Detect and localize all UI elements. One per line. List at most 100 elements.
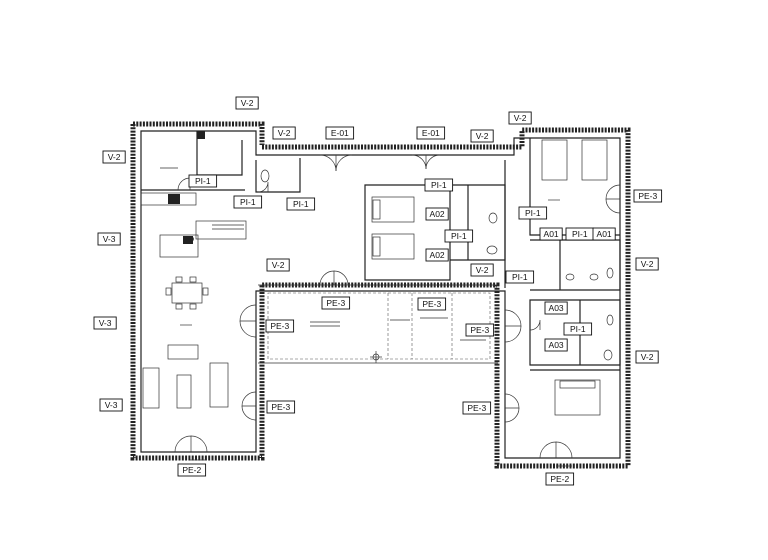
label-tag-text: V-2 [108,152,121,162]
label-tag-box [424,178,454,192]
sofa-icon [167,344,199,360]
label-tag-a03-a: A03 [544,301,568,315]
label-tag-text: PI-1 [431,180,447,190]
bed-icon [371,196,415,223]
toilet-icon [606,314,614,326]
label-tag-text: PE-3 [326,298,345,308]
label-tag-text: PI-1 [525,208,541,218]
label-tag-box [545,472,575,486]
label-tag-v2-top-mid: V-2 [272,126,296,140]
label-tag-text: E-01 [422,128,440,138]
label-tag-v2-top-right-b: V-2 [508,111,532,125]
label-tag-pe3-e: PE-3 [633,189,663,203]
kitchen-counter [140,192,197,206]
label-tag-text: PI-1 [572,229,588,239]
label-tag-text: PE-3 [638,191,657,201]
bed-icon [541,139,568,181]
label-tag-text: PI-1 [512,272,528,282]
label-tag-v3-left-a: V-3 [97,232,121,246]
label-tag-box [417,297,447,311]
label-tag-text: PE-3 [470,325,489,335]
label-tag-a03-b: A03 [544,338,568,352]
door-swings [174,154,621,459]
toilet-icon [260,169,270,183]
label-tag-box [272,126,296,140]
label-tag-box [233,195,263,209]
label-tag-e01-right: E-01 [416,126,446,140]
label-tag-text: A03 [549,303,564,313]
label-tag-text: V-2 [241,98,254,108]
label-tag-text: V-2 [278,128,291,138]
label-tag-pi1-i: PI-1 [563,322,593,336]
label-tag-pi1-e: PI-1 [444,229,474,243]
label-tag-text: V-2 [272,260,285,270]
label-tag-pi1-h: PI-1 [565,227,595,241]
label-tag-text: PI-1 [293,199,309,209]
sofa-icon [142,367,160,409]
exterior-walls [130,121,631,469]
sink-icon [488,212,498,224]
label-tag-box [462,401,492,415]
toilet-icon [486,245,498,255]
sofa-icon [209,362,229,408]
label-tag-pe3-a: PE-3 [321,296,351,310]
label-tag-v2-mid-right: V-2 [470,263,494,277]
bed-icon [581,139,608,181]
label-tag-box [592,227,616,241]
label-tag-box [265,319,295,333]
dining-table [171,282,203,304]
label-tag-box [470,263,494,277]
label-tag-text: PE-3 [422,299,441,309]
coffee-table [176,374,192,409]
label-tag-a02-b: A02 [425,248,449,262]
label-tag-text: PI-1 [451,231,467,241]
label-tag-a02-a: A02 [425,207,449,221]
label-tag-v2-right-a: V-2 [635,257,659,271]
label-tag-v2-center: V-2 [266,258,290,272]
label-tag-box [544,338,568,352]
toilet-icon [606,267,614,279]
label-tag-text: PE-3 [270,321,289,331]
label-tag-box [325,126,355,140]
label-tag-text: A01 [597,229,612,239]
water-heater-icon [197,131,205,139]
label-tag-v3-left-b: V-3 [93,316,117,330]
label-tag-text: V-3 [105,400,118,410]
sink-icon [565,273,575,281]
label-tag-box [633,189,663,203]
label-tag-e01-left: E-01 [325,126,355,140]
label-tag-text: V-2 [476,265,489,275]
label-tag-text: A01 [544,229,559,239]
bed-icon [554,379,601,416]
label-tag-box [286,197,316,211]
label-tag-box [321,296,351,310]
label-tag-box [99,398,123,412]
label-tag-text: V-2 [641,259,654,269]
label-tag-a01-a: A01 [539,227,563,241]
label-tag-box [465,323,495,337]
label-tag-text: PE-2 [182,465,201,475]
label-tag-text: PE-2 [550,474,569,484]
label-tag-text: V-3 [99,318,112,328]
sink-icon [183,236,193,244]
label-tag-a01-b: A01 [592,227,616,241]
label-tag-box [563,322,593,336]
label-tag-pe3-c: PE-3 [417,297,447,311]
label-tag-text: A02 [430,250,445,260]
label-tag-box [539,227,563,241]
label-tag-box [508,111,532,125]
label-tag-box [425,248,449,262]
label-tag-text: E-01 [331,128,349,138]
kitchen-counter-2 [195,220,247,240]
label-tag-box [544,301,568,315]
label-tag-box [505,270,535,284]
label-tag-text: PI-1 [195,176,211,186]
label-tag-text: PE-3 [467,403,486,413]
label-tag-box [266,258,290,272]
label-tag-box [635,350,659,364]
label-tag-text: A03 [549,340,564,350]
label-tag-pe3-g: PE-3 [462,401,492,415]
label-tag-box [235,96,259,110]
